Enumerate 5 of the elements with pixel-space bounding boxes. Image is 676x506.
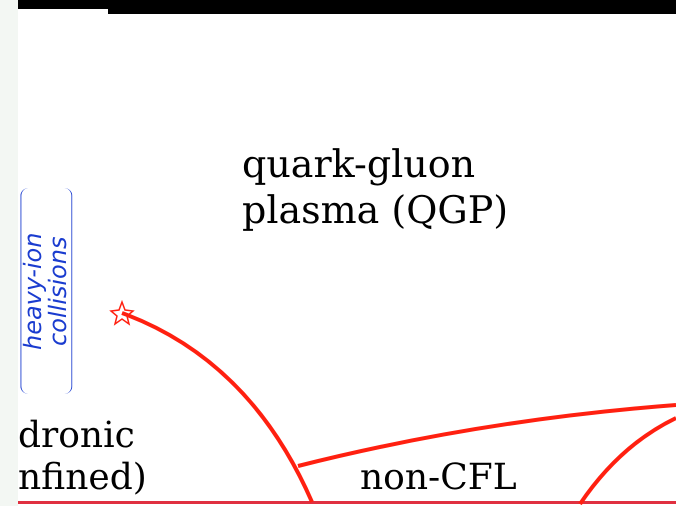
phase-label: quark-gluon plasma (QGP): [242, 142, 510, 234]
phase-label: non-CFL: [360, 456, 518, 500]
phase-label: dronic: [18, 414, 136, 458]
phase-label: nfined): [18, 456, 148, 500]
axis-annotation: heavy-ion collisions: [20, 188, 72, 394]
